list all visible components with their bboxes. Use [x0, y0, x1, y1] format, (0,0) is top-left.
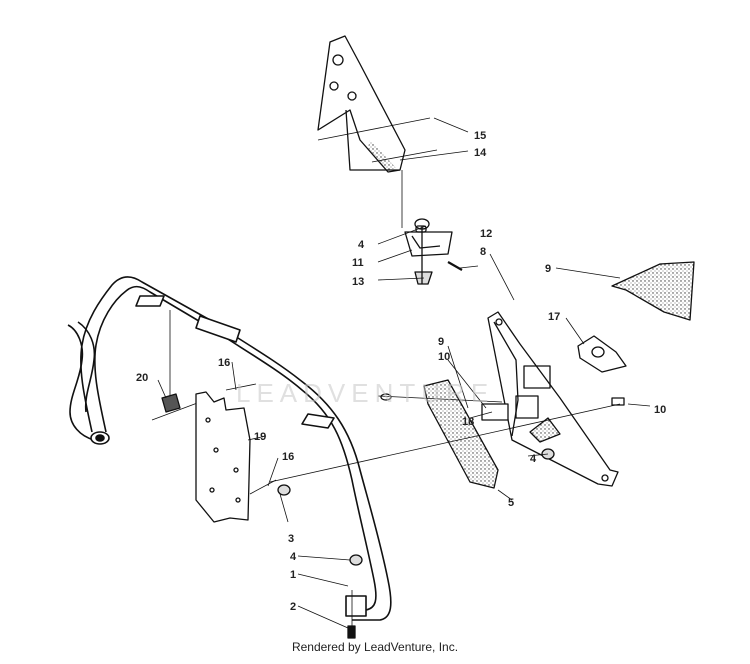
- callout-4b: 4: [530, 453, 537, 465]
- callout-4: 4: [358, 239, 365, 251]
- rear-shield: [611, 261, 695, 321]
- bracket-17: [577, 335, 627, 373]
- callout-5: 5: [508, 497, 514, 509]
- callout-10: 10: [654, 404, 666, 416]
- callout-6: 8: [480, 246, 486, 258]
- bracket-assembly: [404, 218, 463, 285]
- bumper-frame: [67, 276, 392, 621]
- callout-8: 10: [438, 351, 450, 363]
- callout-16b: 16: [282, 451, 294, 463]
- callout-20: 20: [136, 372, 148, 384]
- leader-lines: [157, 117, 651, 629]
- callout-16: 16: [218, 357, 230, 369]
- upper-mounting-plate: [317, 35, 406, 173]
- callout-labels: 15 14 4 12 8 11 13 9 17 9 10 10 18 4 5 2…: [136, 130, 666, 613]
- callout-9: 9: [545, 263, 551, 275]
- callout-15: 15: [474, 130, 486, 142]
- spacer: [481, 403, 509, 421]
- front-plate: [195, 391, 251, 523]
- callout-4c: 4: [290, 551, 297, 563]
- callout-3: 3: [288, 533, 294, 545]
- callout-19: 19: [254, 431, 266, 443]
- mount-block: [151, 310, 201, 421]
- callout-11: 11: [352, 257, 364, 269]
- footer-credit: Rendered by LeadVenture, Inc.: [291, 640, 459, 654]
- callout-17: 17: [548, 311, 560, 323]
- callout-12: 12: [480, 228, 492, 240]
- callout-14: 14: [474, 147, 487, 159]
- callout-2: 2: [290, 601, 296, 613]
- watermark-text: LEADVENTURE: [236, 378, 495, 408]
- mesh-panel: [423, 379, 499, 489]
- side-plate: [487, 311, 619, 487]
- callout-18: 18: [462, 416, 474, 428]
- callout-1: 1: [290, 569, 296, 581]
- callout-7: 9: [438, 336, 444, 348]
- bolt-head: [611, 397, 625, 406]
- callout-13: 13: [352, 276, 364, 288]
